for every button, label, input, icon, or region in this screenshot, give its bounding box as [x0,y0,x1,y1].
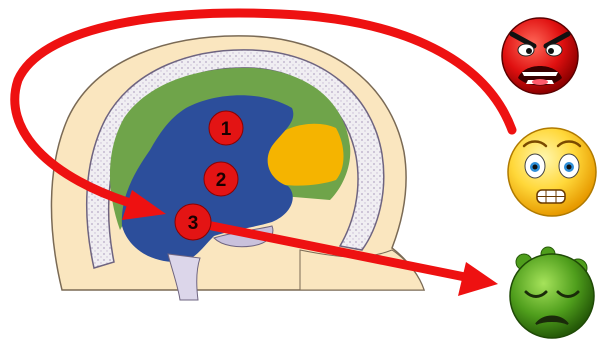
arrow-right-head-icon [458,262,498,296]
marker-1: 1 [209,111,243,145]
marker-3-label: 3 [188,213,199,234]
sick-face-icon [510,247,594,338]
angry-face-icon [502,18,578,94]
marker-1-label: 1 [221,119,232,140]
frightened-face-icon [508,128,596,216]
marker-2-label: 2 [216,170,227,191]
marker-2: 2 [204,162,238,196]
marker-3: 3 [175,204,211,240]
